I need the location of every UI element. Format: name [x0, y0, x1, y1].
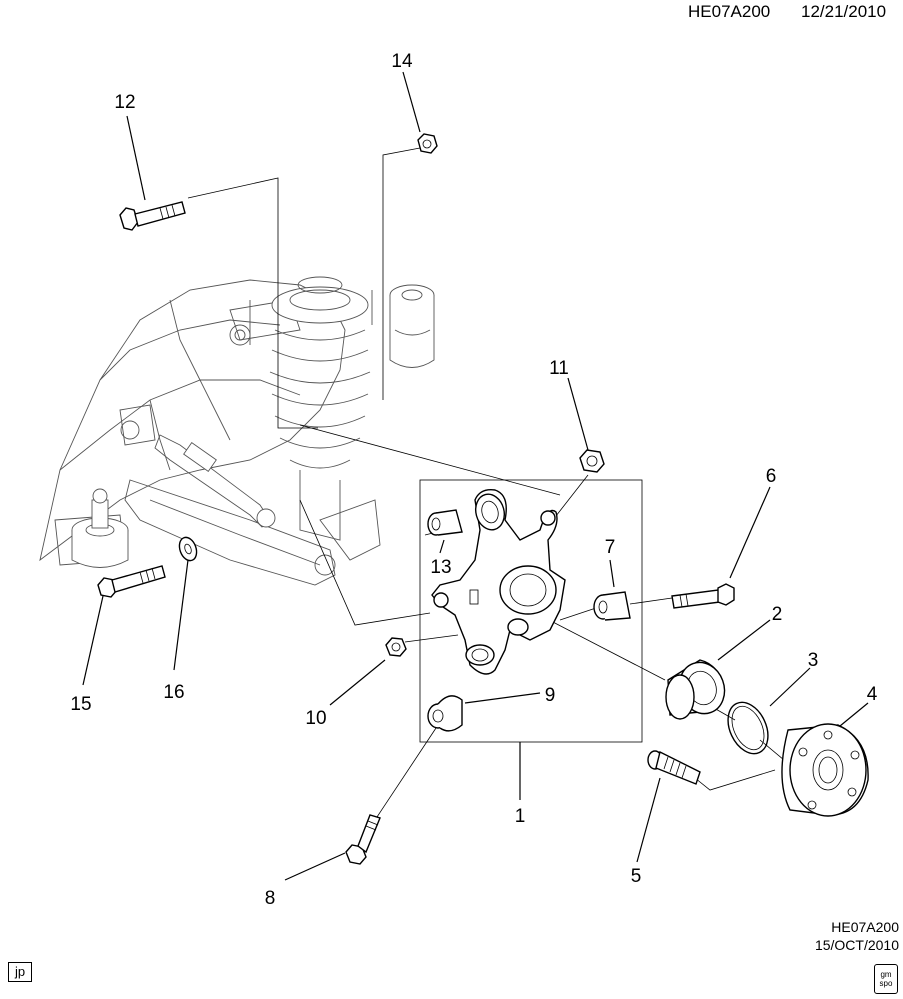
washer-16 [178, 536, 198, 562]
footer-code: HE07A200 [831, 919, 899, 935]
callout-16: 16 [163, 682, 184, 703]
callout-3: 3 [808, 650, 819, 671]
bolt-8 [345, 814, 381, 865]
callout-1: 1 [515, 806, 526, 827]
wheel-stud-5 [647, 750, 701, 785]
callout-5: 5 [631, 866, 642, 887]
footer-block: HE07A200 15/OCT/2010 [699, 918, 899, 954]
lower-control-arm [124, 479, 336, 586]
coil-spring-strut [249, 276, 381, 561]
callout-4: 4 [867, 684, 878, 705]
cradle-mount-bushing-left [71, 488, 129, 568]
callout-14: 14 [391, 51, 413, 72]
header-date-text: 12/21/2010 [801, 2, 887, 21]
nut-14 [417, 133, 438, 154]
nut-11 [579, 449, 605, 473]
callout-7: 7 [605, 537, 616, 558]
callout-2: 2 [772, 604, 783, 625]
wheel-bearing-2 [665, 659, 726, 720]
bolt-12 [119, 201, 186, 231]
toe-link [154, 434, 276, 528]
snap-ring-3 [727, 701, 769, 755]
knuckle-1 [431, 489, 566, 675]
bushing-9 [427, 695, 463, 732]
upper-mount-bushing [389, 284, 435, 368]
callout-13: 13 [430, 557, 451, 578]
header-code: HE07A200 [688, 2, 770, 22]
callout-11: 11 [549, 358, 569, 379]
callout-labels: 1 2 3 4 5 6 7 8 9 10 11 12 13 14 15 16 [70, 51, 877, 909]
gm-spo-logo: gm spo [874, 964, 898, 994]
bolt-15 [97, 565, 166, 598]
bushing-7 [593, 591, 631, 621]
callout-9: 9 [545, 685, 556, 706]
bushing-13 [427, 509, 463, 536]
callout-10: 10 [305, 708, 326, 729]
callout-15: 15 [70, 694, 91, 715]
callout-8: 8 [265, 888, 276, 909]
hub-4 [781, 723, 869, 817]
callout-6: 6 [766, 466, 777, 487]
logo-text: gm spo [879, 970, 893, 988]
bolt-6 [671, 583, 735, 609]
callout-12: 12 [114, 92, 135, 113]
corner-tag: jp [8, 962, 32, 982]
header-date: 12/21/2010 [801, 2, 886, 22]
leader-lines [82, 71, 869, 881]
header-code-text: HE07A200 [688, 2, 771, 21]
nut-10 [385, 637, 407, 657]
footer-date: 15/OCT/2010 [814, 937, 899, 953]
